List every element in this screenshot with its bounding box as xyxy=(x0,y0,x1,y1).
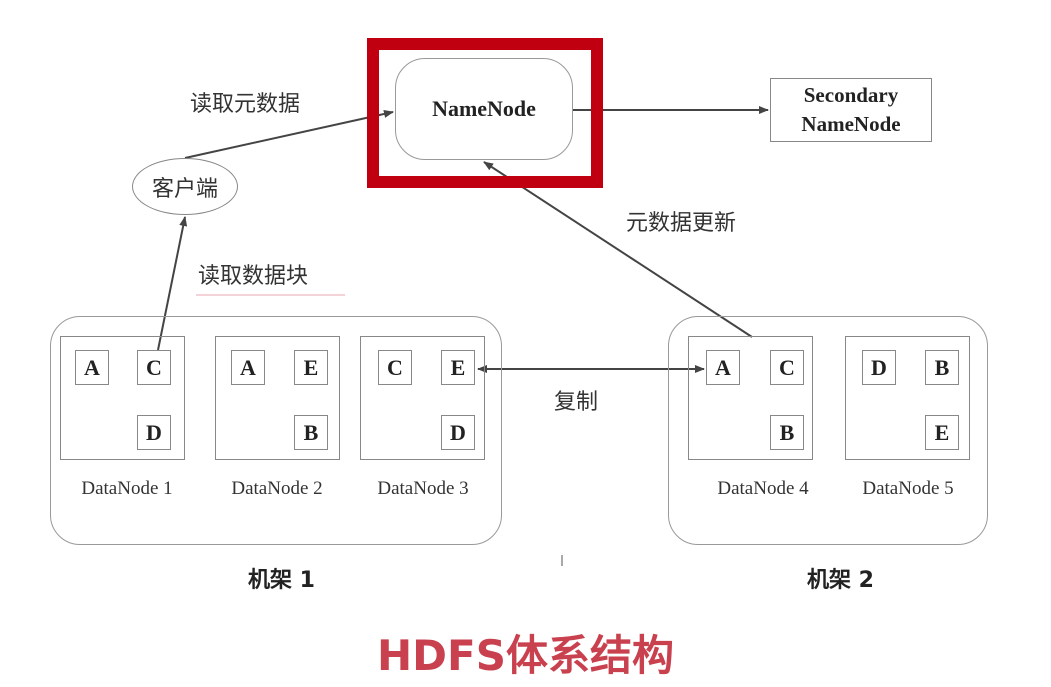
edge-label-read-block: 读取数据块 xyxy=(198,264,309,289)
block: C xyxy=(137,350,171,385)
block: B xyxy=(925,350,959,385)
namenode-node: NameNode xyxy=(395,58,573,160)
datanode-5: D B E xyxy=(845,336,970,460)
block: C xyxy=(770,350,804,385)
block: A xyxy=(75,350,109,385)
block: A xyxy=(231,350,265,385)
rack-1 xyxy=(50,316,502,545)
datanode-2: A E B xyxy=(215,336,340,460)
rack-2-label: 机架 2 xyxy=(807,568,874,593)
secondary-namenode-node: Secondary NameNode xyxy=(770,78,932,142)
datanode-4-label: DataNode 4 xyxy=(717,478,809,499)
datanode-5-label: DataNode 5 xyxy=(862,478,954,499)
client-label: 客户端 xyxy=(151,176,218,202)
secondary-label-line1: Secondary xyxy=(803,83,899,107)
namenode-label: NameNode xyxy=(432,96,536,121)
diagram-title: HDFS体系结构 xyxy=(377,631,674,680)
arrow-datanode4-to-namenode xyxy=(483,161,753,338)
block: E xyxy=(925,415,959,450)
datanode-3: C E D xyxy=(360,336,485,460)
block: E xyxy=(441,350,475,385)
edge-label-replicate: 复制 xyxy=(554,390,599,415)
datanode-4: A C B xyxy=(688,336,813,460)
rack-2 xyxy=(668,316,988,545)
client-node: 客户端 xyxy=(132,158,238,215)
arrow-client-to-namenode xyxy=(184,110,394,159)
edge-label-read-metadata: 读取元数据 xyxy=(190,92,301,117)
block: D xyxy=(441,415,475,450)
edge-label-metadata-update: 元数据更新 xyxy=(626,211,737,236)
block: C xyxy=(378,350,412,385)
block: E xyxy=(294,350,328,385)
datanode-3-label: DataNode 3 xyxy=(377,478,469,499)
arrow-datanode-to-client xyxy=(157,216,188,351)
secondary-label-line2: NameNode xyxy=(801,112,901,136)
block: D xyxy=(137,415,171,450)
datanode-1: A C D xyxy=(60,336,185,460)
datanode-1-label: DataNode 1 xyxy=(81,478,173,499)
block: D xyxy=(862,350,896,385)
datanode-2-label: DataNode 2 xyxy=(231,478,323,499)
block: A xyxy=(706,350,740,385)
namenode-highlight-box xyxy=(367,38,603,188)
block: B xyxy=(770,415,804,450)
rack-1-label: 机架 1 xyxy=(248,568,315,593)
block: B xyxy=(294,415,328,450)
